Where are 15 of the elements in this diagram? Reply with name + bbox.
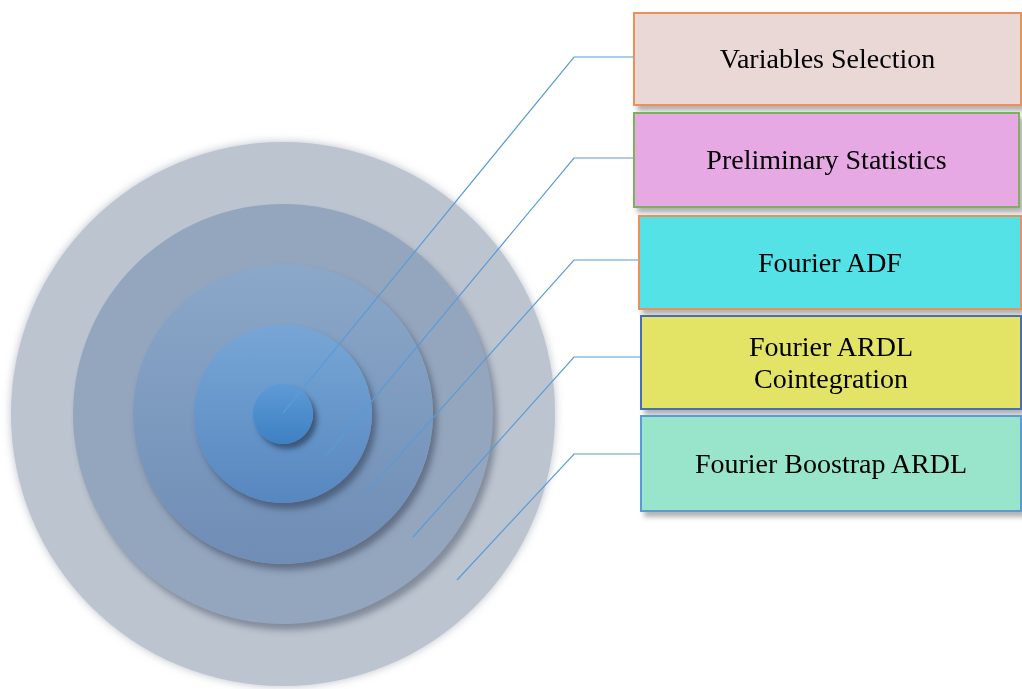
label-box [633,112,1020,208]
label-box [640,415,1022,512]
leader-line [456,453,641,581]
box-label: Variables Selection [719,43,936,75]
box-label: Fourier ARDL Cointegration [747,330,915,395]
box-label: Fourier ADF [758,246,902,279]
leader-line [326,157,634,456]
label-box [640,315,1022,410]
label-box [633,12,1022,106]
leader-line [412,356,641,538]
leader-line [282,56,634,414]
box-label: Fourier Boostrap ARDL [694,447,968,480]
leader-line [365,259,639,494]
box-label: Preliminary Statistics [706,144,947,176]
label-box [638,215,1022,310]
